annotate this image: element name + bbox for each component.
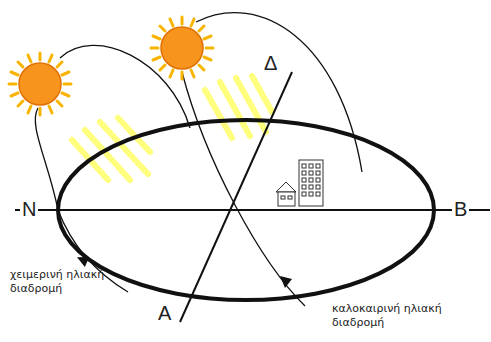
buildings	[276, 160, 323, 206]
arrowhead	[280, 276, 292, 288]
horizon-line	[15, 209, 490, 211]
horizon-ellipse	[58, 120, 434, 300]
compass-letter: Α	[156, 302, 173, 324]
sun-summer	[151, 17, 213, 79]
sun-winter	[9, 53, 71, 115]
path-caption: καλοκαιρινή ηλιακή διαδρομή	[332, 302, 457, 330]
path-caption: χειμερινή ηλιακή διαδρομή	[10, 268, 110, 296]
compass-letter: Ν	[20, 198, 38, 220]
east-west-axis	[180, 72, 292, 322]
compass-letter: Δ	[262, 52, 279, 74]
arrowhead	[77, 255, 91, 268]
compass-letter: Β	[452, 198, 469, 220]
sun-paths	[35, 13, 362, 306]
